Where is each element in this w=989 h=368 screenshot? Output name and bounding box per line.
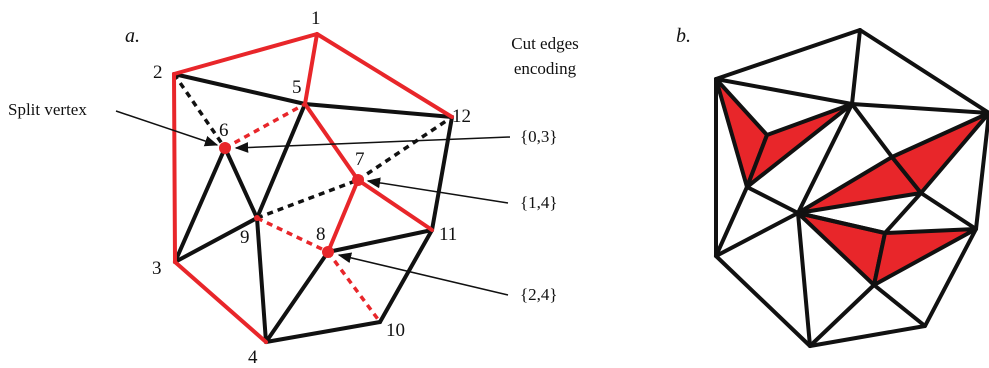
edge-4-10 — [264, 320, 382, 344]
split-vertices — [219, 142, 364, 258]
vertex-label-6: 6 — [219, 120, 229, 141]
arrow-encoding-2 — [366, 177, 509, 204]
encoding-label-1: {0,3} — [520, 127, 558, 146]
panel-b: b. — [676, 25, 989, 348]
edge-9-7-dashed — [256, 178, 359, 220]
edge-7-12-dashed — [357, 115, 453, 182]
edge-2-5 — [172, 72, 307, 106]
panel-a-black-edges — [172, 72, 454, 344]
edge-6-9 — [223, 146, 259, 220]
vertex-label-7: 7 — [355, 149, 365, 170]
header-line-1: Cut edges — [511, 34, 579, 53]
vertex-label-10: 10 — [386, 320, 405, 341]
cut-path — [172, 32, 360, 254]
b-edge-5 — [796, 102, 854, 215]
b-edge-3 — [850, 102, 989, 115]
encoding-label-3: {2,4} — [520, 285, 558, 304]
edge-3-4 — [173, 260, 268, 344]
b-edge-8 — [714, 211, 800, 258]
arrow-encoding-1 — [234, 136, 511, 153]
edge-12-11 — [430, 115, 454, 232]
edge-9-5 — [255, 102, 307, 220]
panel-b-black-edges — [714, 28, 989, 348]
b-edge-2 — [850, 28, 862, 106]
edge-8-11 — [326, 228, 434, 254]
panel-a-label: a. — [125, 25, 140, 47]
vertex-label-11: 11 — [439, 224, 457, 245]
b-edge-10 — [808, 283, 876, 348]
edge-6-5-dashed — [224, 102, 306, 150]
vertex-label-12: 12 — [452, 106, 471, 127]
b-edge-12 — [919, 191, 978, 231]
panel-b-label: b. — [676, 25, 691, 47]
split-vertex-7 — [352, 174, 364, 186]
arrow-encoding-3 — [337, 252, 509, 296]
edge-3-9 — [173, 216, 259, 264]
edge-1-12 — [315, 32, 454, 119]
vertex-9-dot — [254, 215, 260, 221]
vertex-label-1: 1 — [311, 8, 321, 29]
vertex-label-2: 2 — [153, 62, 163, 83]
vertex-label-8: 8 — [316, 224, 326, 245]
edge-9-8-dashed — [256, 216, 329, 254]
arrow-split-vertex — [115, 110, 219, 147]
vertex-label-9: 9 — [240, 227, 250, 248]
encoding-label-2: {1,4} — [520, 193, 558, 212]
vertex-label-4: 4 — [248, 347, 258, 368]
red-triangle-6 — [872, 227, 978, 287]
edge-9-4 — [255, 216, 268, 344]
edge-2-6-dashed — [172, 73, 227, 149]
edge-3-6 — [173, 146, 227, 264]
b-edge-13 — [883, 191, 923, 235]
panel-a-arrows — [115, 110, 511, 296]
edge-4-8 — [264, 250, 330, 344]
split-vertex-label: Split vertex — [8, 100, 87, 119]
edge-5-12 — [303, 102, 454, 119]
panel-a: a. Cut edges encoding Split vertex {0,3}… — [8, 8, 579, 368]
split-vertex-6 — [219, 142, 231, 154]
b-edge-4 — [850, 102, 894, 159]
vertex-label-5: 5 — [292, 77, 302, 98]
b-edge-1 — [714, 77, 854, 106]
panel-a-red-dashed — [224, 102, 382, 324]
split-vertex-8 — [322, 246, 334, 258]
panel-b-red-triangles — [714, 77, 989, 287]
vertex-label-3: 3 — [152, 258, 162, 279]
edge-8-10-dashed — [326, 250, 382, 324]
b-edge-11 — [872, 283, 927, 328]
red-triangle-2 — [745, 102, 854, 189]
outline — [714, 28, 989, 348]
red-triangle-4 — [890, 111, 989, 195]
edge-7-11 — [356, 178, 434, 232]
header-line-2: encoding — [514, 59, 577, 78]
edge-2-3 — [172, 72, 177, 264]
b-edge-7 — [714, 185, 749, 258]
panel-a-black-dashed — [172, 73, 453, 220]
b-edge-9 — [796, 211, 812, 348]
b-edge-14 — [796, 211, 887, 235]
b-edge-6 — [745, 185, 800, 215]
edge-10-11 — [378, 228, 434, 324]
